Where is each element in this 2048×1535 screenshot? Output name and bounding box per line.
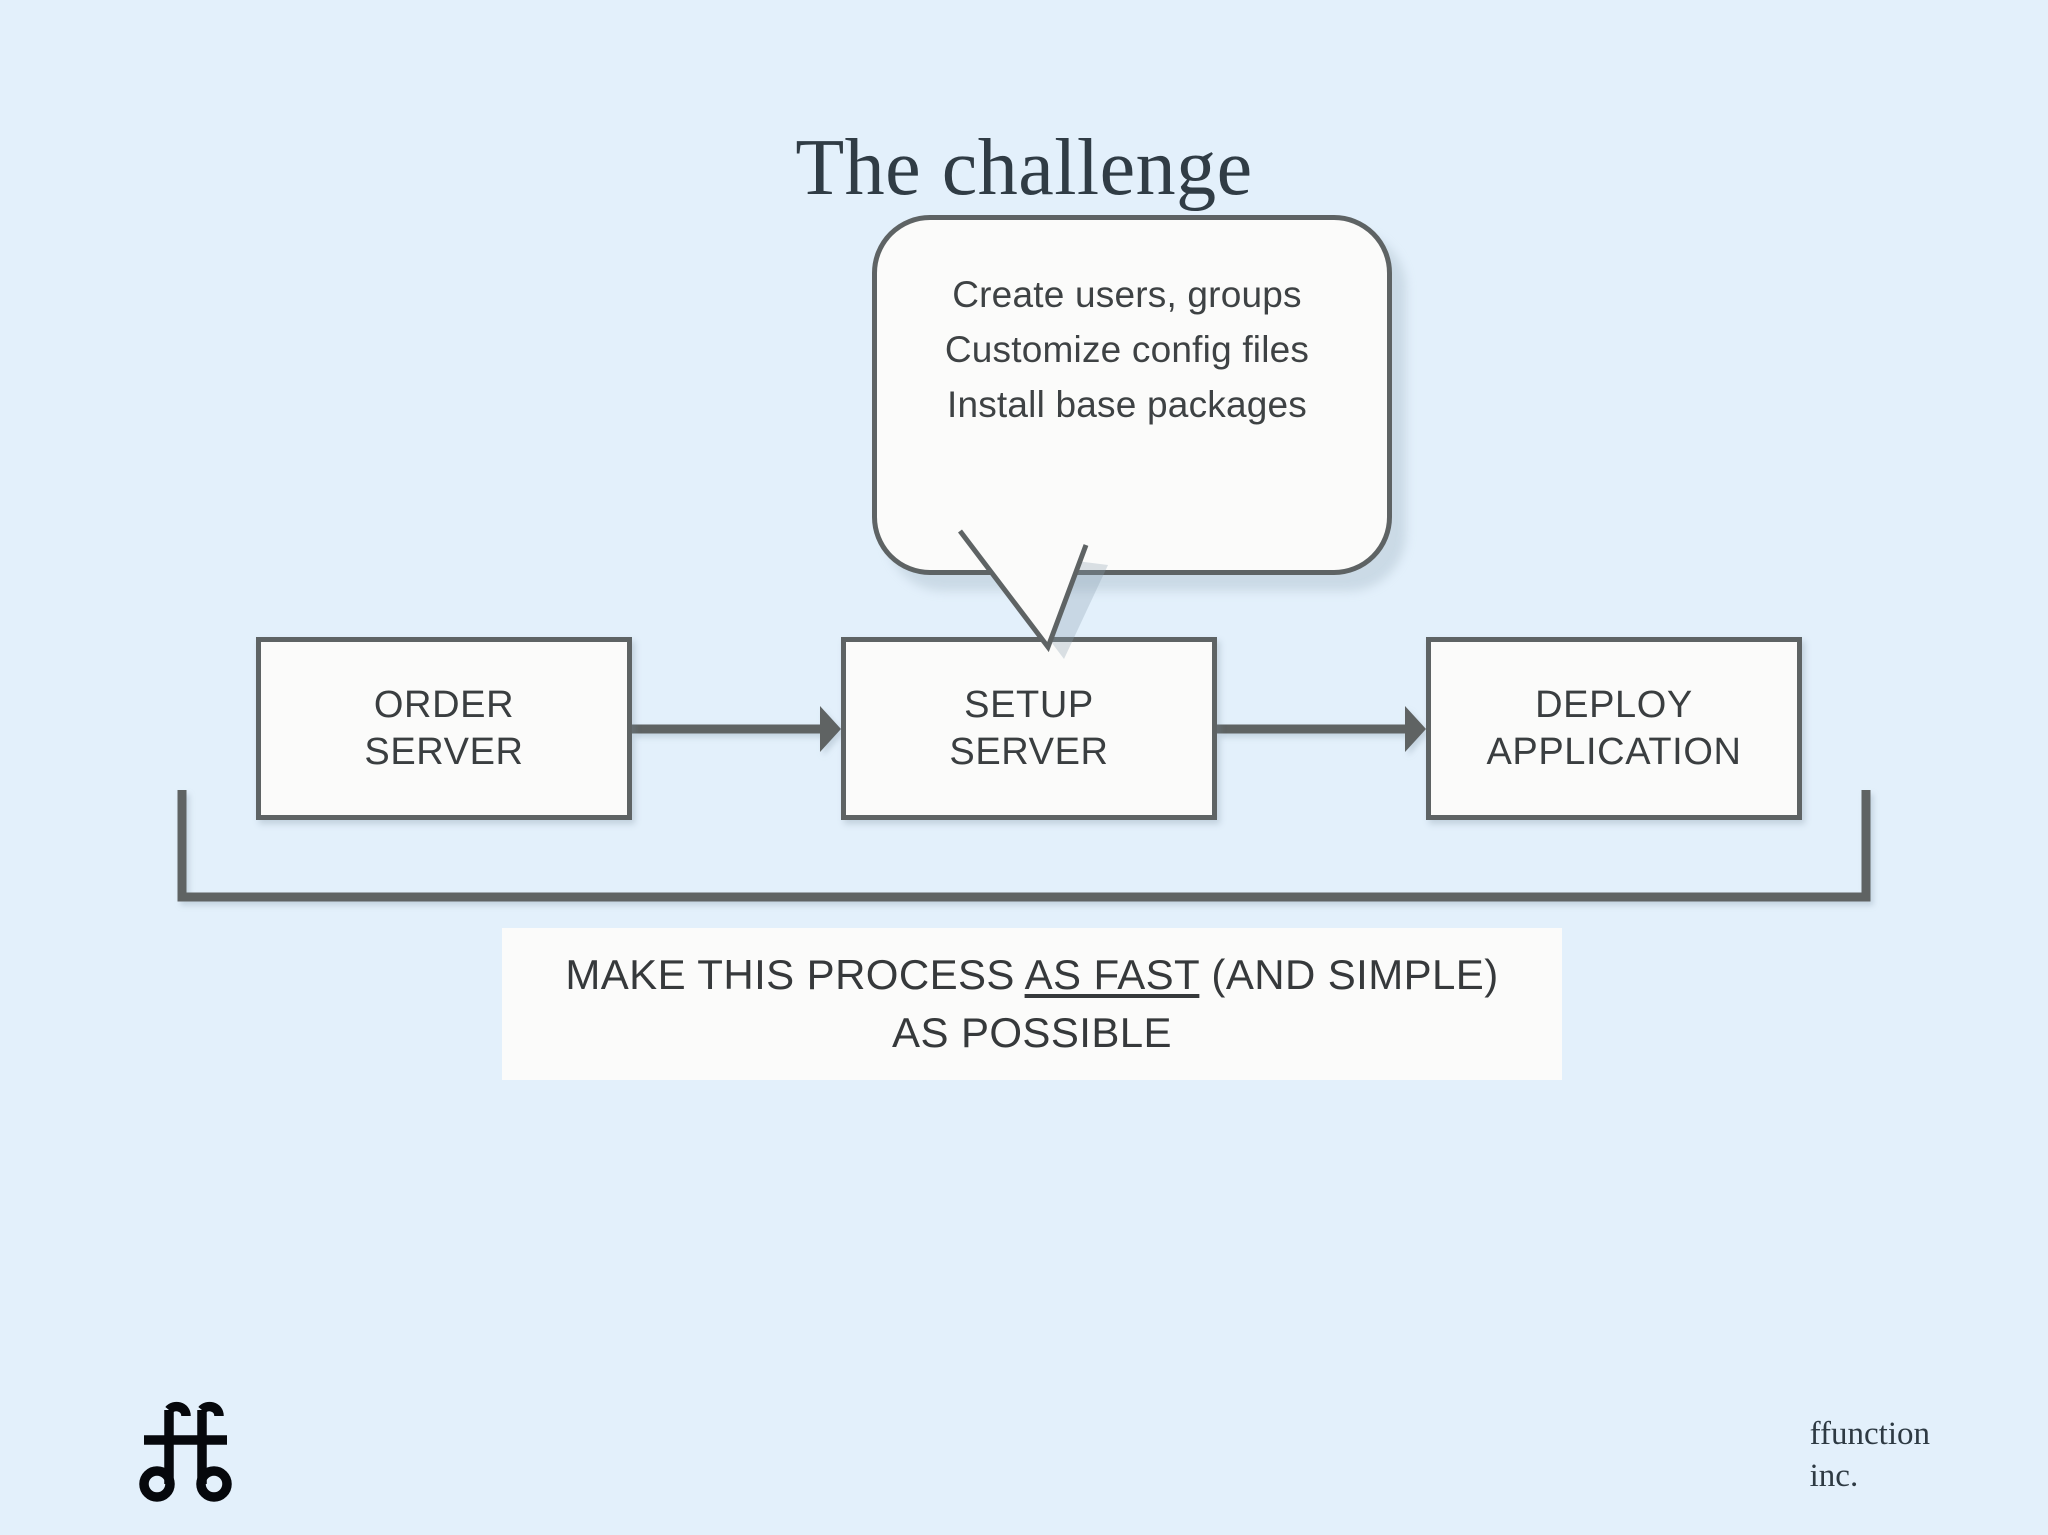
flow-node-setup-server-line2: SERVER (949, 730, 1109, 773)
callout-line-3: Install base packages (946, 384, 1308, 425)
callout-line-2: Customize config files (944, 329, 1310, 370)
company-suffix: inc. (1809, 1458, 1859, 1494)
flow-node-deploy-application-line2: APPLICATION (1486, 730, 1742, 773)
arrow-setup-to-deploy (1217, 706, 1426, 752)
company-credit: ffunction inc. (1810, 1413, 1930, 1497)
caption-banner: MAKE THIS PROCESS AS FAST (AND SIMPLE) A… (502, 928, 1562, 1080)
callout-bubble-tail (958, 529, 1108, 659)
flow-node-deploy-application-line1: DEPLOY (1535, 683, 1693, 726)
callout-bubble-body (872, 215, 1392, 575)
flow-node-setup-server-line1: SETUP (964, 683, 1094, 726)
caption-line-2: AS POSSIBLE (892, 1009, 1172, 1056)
arrow-order-to-setup (632, 706, 841, 752)
process-span-bracket (177, 790, 1871, 902)
caption-suffix: (AND SIMPLE) (1199, 951, 1499, 998)
callout-bubble: Create users, groups Customize config fi… (872, 215, 1406, 659)
flow-node-setup-server[interactable]: SETUP SERVER (841, 637, 1217, 820)
flow-node-order-server-line2: SERVER (364, 730, 524, 773)
callout-line-1: Create users, groups (952, 274, 1302, 315)
caption-prefix: MAKE THIS PROCESS (565, 951, 1025, 998)
callout-text: Create users, groups Customize config fi… (872, 267, 1382, 432)
ffunction-ff-monogram-icon (139, 1401, 232, 1502)
caption-emphasis: AS FAST (1024, 951, 1200, 998)
flow-node-deploy-application[interactable]: DEPLOY APPLICATION (1426, 637, 1802, 820)
flow-node-order-server[interactable]: ORDER SERVER (256, 637, 632, 820)
company-name: ffunction (1809, 1416, 1930, 1452)
page-title: The challenge (795, 124, 1253, 212)
flow-node-order-server-line1: ORDER (373, 683, 515, 726)
